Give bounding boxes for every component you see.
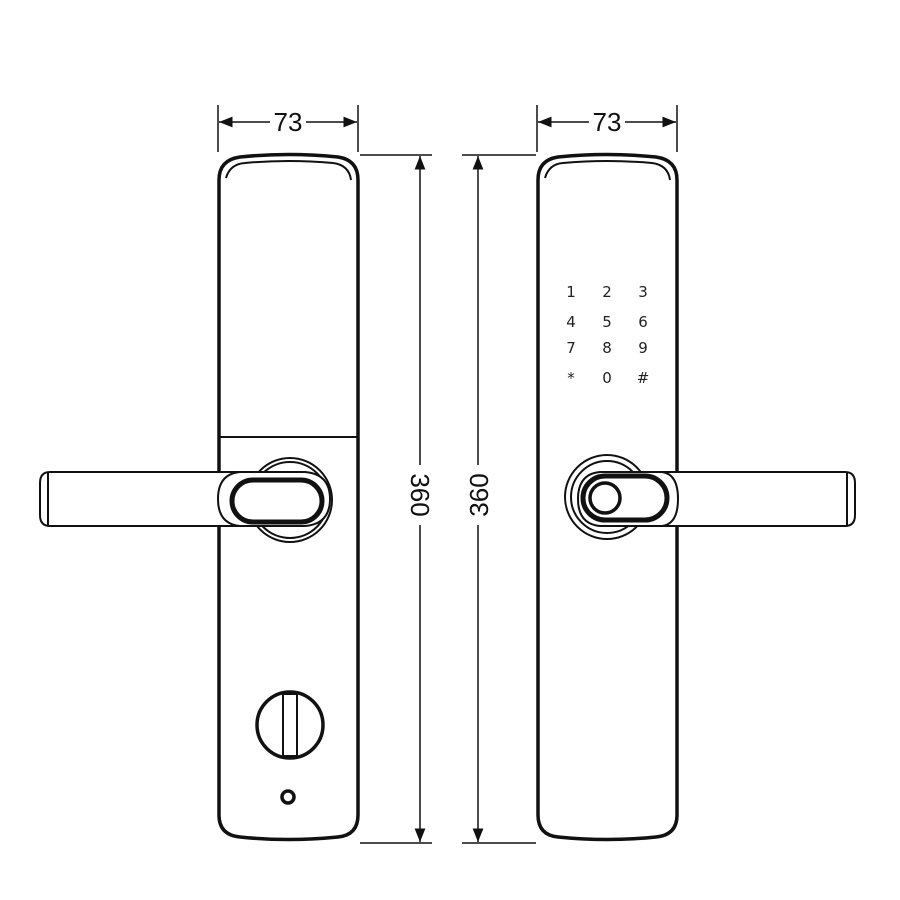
left-width-label: 73 xyxy=(274,107,303,137)
keypad-key[interactable]: 2 xyxy=(602,283,612,301)
dimension-left-width: 73 xyxy=(217,105,359,152)
back-panel-body xyxy=(217,152,360,842)
keypad-key[interactable]: 4 xyxy=(566,313,576,331)
left-height-label: 360 xyxy=(405,473,435,516)
back-panel-view xyxy=(39,152,360,842)
keypad-key[interactable]: 9 xyxy=(638,339,648,357)
keypad-key[interactable]: * xyxy=(567,369,575,387)
key-hole-icon xyxy=(280,789,296,805)
keypad-key[interactable]: 5 xyxy=(602,313,612,331)
keypad-key[interactable]: 1 xyxy=(566,283,576,301)
dimension-left-height: 360 xyxy=(360,154,435,844)
keypad-key[interactable]: 0 xyxy=(602,369,612,387)
dimension-right-width: 73 xyxy=(536,105,678,152)
thumb-turn-knob[interactable] xyxy=(282,693,298,757)
thumb-turn-icon[interactable] xyxy=(255,690,325,760)
front-panel-view: 1 2 3 4 5 6 7 8 9 * 0 # xyxy=(536,152,856,842)
fingerprint-sensor-icon[interactable] xyxy=(588,481,622,515)
back-handle-hub xyxy=(216,471,332,527)
front-handle-oval xyxy=(580,473,670,523)
keypad: 1 2 3 4 5 6 7 8 9 * 0 # xyxy=(566,283,649,387)
dimension-right-height: 360 xyxy=(462,154,536,844)
front-panel-body xyxy=(536,152,679,842)
keypad-key[interactable]: 3 xyxy=(638,283,648,301)
back-panel-inner-edge xyxy=(225,160,352,181)
keypad-key[interactable]: # xyxy=(637,369,650,387)
keypad-key[interactable]: 7 xyxy=(566,339,576,357)
keypad-key[interactable]: 6 xyxy=(638,313,648,331)
right-height-label: 360 xyxy=(464,473,494,516)
back-handle-oval-button xyxy=(229,477,325,525)
front-panel-inner-edge xyxy=(544,160,671,181)
right-width-label: 73 xyxy=(593,107,622,137)
keypad-key[interactable]: 8 xyxy=(602,339,612,357)
